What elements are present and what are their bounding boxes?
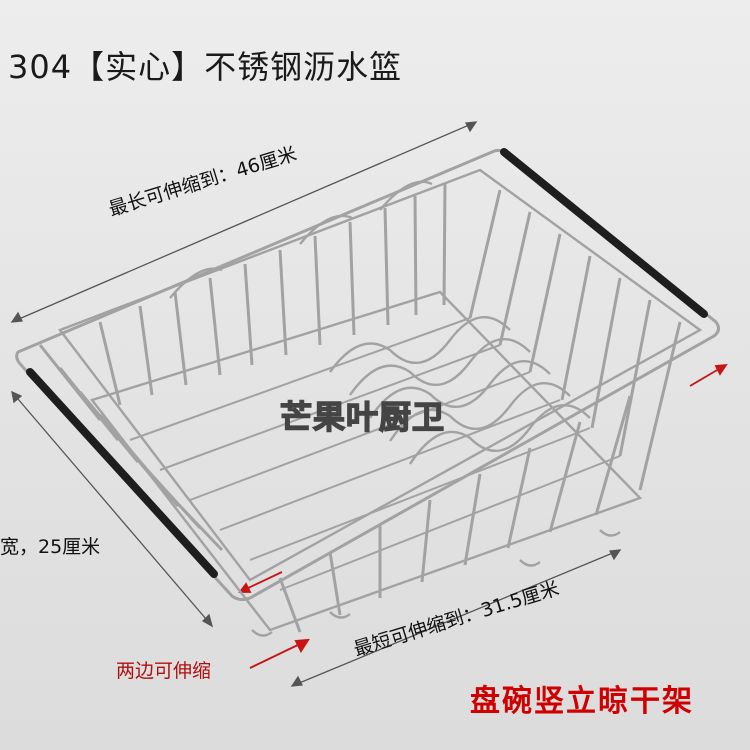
right-handle-grip (500, 148, 708, 318)
arrow-sides (249, 638, 310, 669)
basket-wires (15, 148, 721, 637)
both-sides-extendable-label: 两边可伸缩 (116, 660, 212, 682)
arrow-extend-left (238, 571, 283, 593)
product-title: 304【实心】不锈钢沥水篮 (8, 48, 403, 86)
brand-watermark: 芒果叶厨卫 (279, 397, 446, 437)
handle-grips (26, 148, 708, 578)
dimension-line-min-length (290, 549, 622, 687)
product-type-label: 盘碗竖立晾干架 (470, 684, 694, 719)
width-label: 宽，25厘米 (0, 536, 101, 558)
left-handle-grip (26, 368, 218, 578)
dimension-line-width (11, 390, 214, 628)
arrow-extend-right (689, 363, 728, 387)
dimension-line-max-length (10, 121, 478, 323)
